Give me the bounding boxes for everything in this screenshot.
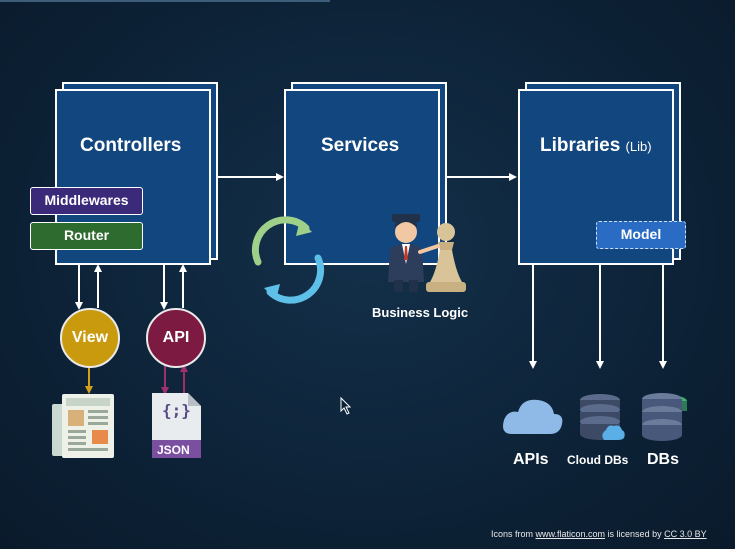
- credit-site-link[interactable]: www.flaticon.com: [535, 529, 606, 539]
- router-tag: Router: [30, 222, 143, 250]
- services-title: Services: [321, 135, 400, 156]
- libraries-title-main: Libraries: [540, 135, 621, 156]
- libraries-title-sub: (Lib): [625, 139, 652, 154]
- icon-credit: Icons from www.flaticon.com is licensed …: [491, 529, 707, 539]
- credit-prefix: Icons from: [491, 529, 536, 539]
- json-braces-glyph: {;}: [162, 401, 191, 420]
- credit-middle: is licensed by: [605, 529, 665, 539]
- api-node: API: [146, 308, 206, 368]
- top-divider: [0, 0, 330, 2]
- controllers-title: Controllers: [80, 135, 182, 156]
- cloud-dbs-label: Cloud DBs: [567, 453, 629, 467]
- services-box: [284, 89, 440, 265]
- libraries-title: Libraries (Lib): [540, 135, 652, 157]
- credit-license-link[interactable]: CC 3.0 BY: [664, 529, 707, 539]
- apis-label: APIs: [513, 451, 549, 468]
- middlewares-tag: Middlewares: [30, 187, 143, 215]
- view-node: View: [60, 308, 120, 368]
- json-label: JSON: [157, 443, 190, 457]
- dbs-label: DBs: [647, 451, 680, 468]
- model-tag: Model: [596, 221, 686, 249]
- business-logic-label: Business Logic: [372, 305, 469, 320]
